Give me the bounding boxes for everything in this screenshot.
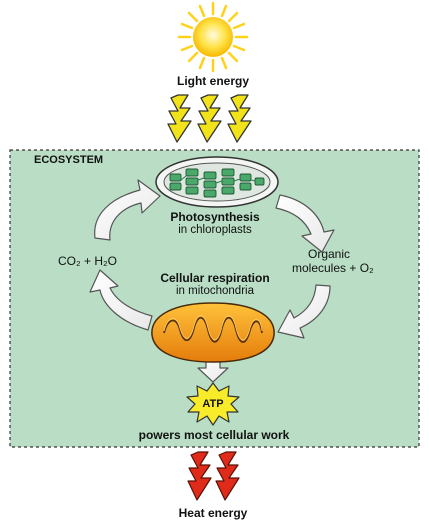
photosynthesis-label: Photosynthesis [170,210,260,224]
in-chloroplasts-label: in chloroplasts [178,224,252,236]
atp-label: ATP [202,398,224,410]
sun-icon [177,1,249,73]
heat-energy-label: Heat energy [178,506,248,520]
atp-burst-icon [186,382,240,426]
heat-bolt-icon [187,451,240,501]
ecosystem-label: ECOSYSTEM [34,154,104,166]
chloroplast-icon [155,156,279,208]
light-bolt-icon [167,94,252,143]
co2-h2o-label: CO₂ + H₂O [58,254,117,268]
powers-cellular-work-label: powers most cellular work [138,428,290,442]
light-energy-label: Light energy [176,74,249,88]
cellular-respiration-label: Cellular respiration [160,271,270,285]
organic-molecules-line1: Organic [307,247,351,261]
cycle-arrow-icon [89,179,335,383]
organic-molecules-line2: molecules + O₂ [292,261,374,275]
mitochondrion-icon [151,302,275,363]
in-mitochondria-label: in mitochondria [176,285,254,297]
